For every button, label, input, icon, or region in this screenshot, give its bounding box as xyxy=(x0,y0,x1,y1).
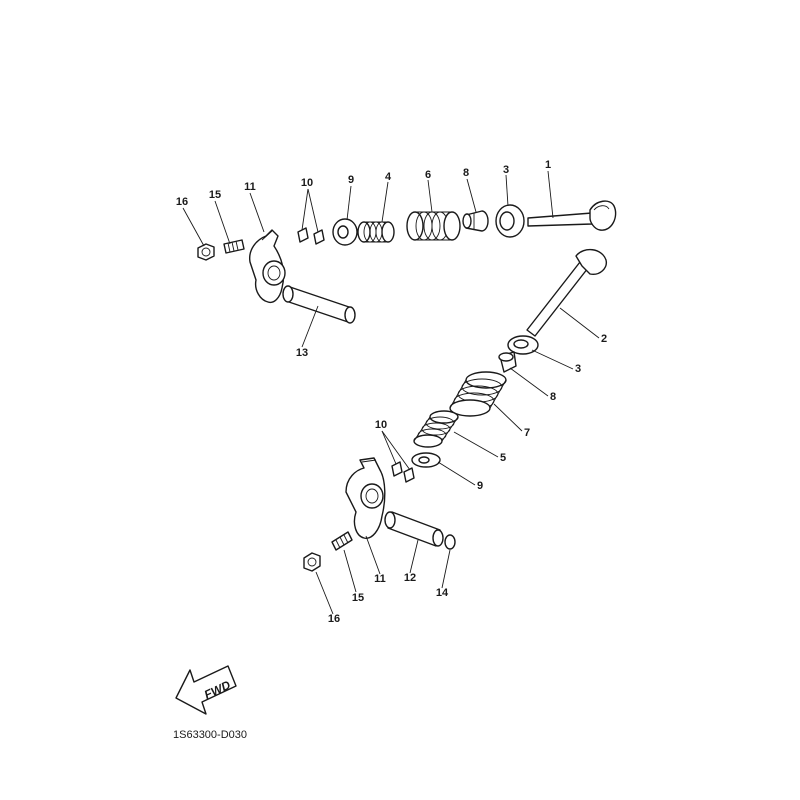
callout-15-lower: 15 xyxy=(352,592,364,604)
callout-1: 1 xyxy=(545,159,551,171)
callout-10-lower: 10 xyxy=(375,419,387,431)
callout-15-upper: 15 xyxy=(209,189,221,201)
part-8-stem-seal xyxy=(462,210,489,232)
callout-11-upper: 11 xyxy=(244,181,256,193)
callout-2: 2 xyxy=(601,333,607,345)
callout-7: 7 xyxy=(524,427,530,439)
part-7-outer-spring xyxy=(449,371,507,417)
callout-9-upper: 9 xyxy=(348,174,354,186)
callout-11-lower: 11 xyxy=(374,573,386,585)
part-9-retainer xyxy=(332,218,358,246)
part-16-nut xyxy=(197,243,215,261)
part-14-o-ring xyxy=(444,534,456,550)
callout-8-upper: 8 xyxy=(463,167,469,179)
part-16-nut-lower xyxy=(303,552,321,572)
part-3-valve-seal-lower xyxy=(507,335,539,355)
callout-8-lower: 8 xyxy=(550,391,556,403)
part-5-inner-spring xyxy=(413,410,459,448)
callout-14: 14 xyxy=(436,587,449,599)
callout-4: 4 xyxy=(385,171,392,183)
part-3-valve-seal xyxy=(495,204,525,238)
callout-16-upper: 16 xyxy=(176,196,188,208)
part-10-cotters xyxy=(297,227,325,245)
part-13-rocker-shaft xyxy=(282,285,356,324)
callout-16-lower: 16 xyxy=(328,613,340,625)
part-9-retainer-lower xyxy=(411,452,441,468)
callout-9-lower: 9 xyxy=(477,480,483,492)
callout-10-upper: 10 xyxy=(301,177,313,189)
callout-labels: 1 3 8 6 4 9 10 11 15 16 13 2 3 8 7 5 9 1… xyxy=(176,159,607,625)
callout-3-lower: 3 xyxy=(575,363,581,375)
part-11-rocker-arm xyxy=(249,229,286,304)
fwd-arrow-icon: FWD xyxy=(175,665,237,715)
part-1-valve xyxy=(527,200,617,231)
part-15-adjust-screw xyxy=(223,239,245,254)
callout-3-upper: 3 xyxy=(503,164,509,176)
part-10-cotters-lower xyxy=(391,461,415,483)
leader-lines xyxy=(182,170,600,615)
callout-6: 6 xyxy=(425,169,431,181)
part-8-stem-seal-lower xyxy=(498,351,517,373)
callout-12: 12 xyxy=(404,572,416,584)
callout-5: 5 xyxy=(500,452,506,464)
part-6-outer-spring xyxy=(406,211,461,241)
part-4-inner-spring xyxy=(357,221,395,243)
callout-13: 13 xyxy=(296,347,308,359)
part-11-rocker-arm-lower xyxy=(345,457,386,539)
diagram-code: 1S63300-D030 xyxy=(173,729,247,741)
part-2-valve xyxy=(526,249,607,337)
part-12-rocker-shaft xyxy=(384,511,444,547)
part-15-adjust-screw-lower xyxy=(331,531,353,551)
